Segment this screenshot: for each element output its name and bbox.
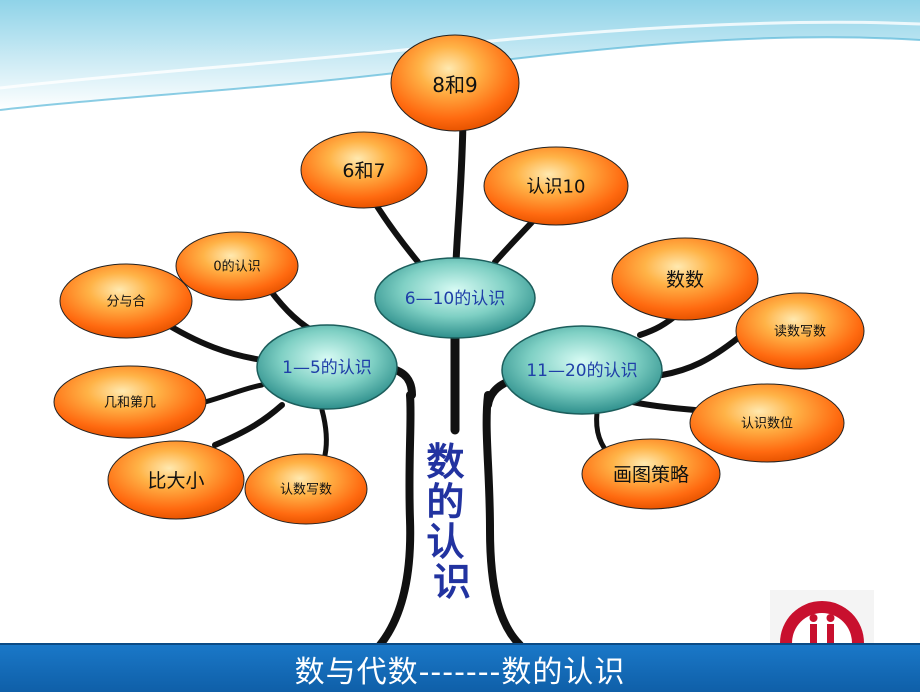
leaf-ordinal: 几和第几	[53, 365, 207, 439]
center-title-char: 数	[426, 440, 464, 484]
leaf-place-value: 认识数位	[689, 383, 845, 463]
leaf-6-and-7-label: 6和7	[342, 160, 385, 182]
center-title-char: 的	[426, 480, 464, 524]
leaf-split-combine-label: 分与合	[106, 295, 145, 310]
hub-1-5: 1—5的认识	[256, 324, 398, 410]
leaf-read-write-right: 读数写数	[735, 292, 865, 370]
leaf-8-and-9-label: 8和9	[432, 73, 477, 97]
center-title-char: 识	[433, 560, 471, 604]
leaf-read-write-right-label: 读数写数	[774, 325, 826, 340]
leaf-zero: 0的认识	[175, 231, 299, 301]
leaf-compare: 比大小	[107, 440, 245, 520]
leaf-recognize-10: 认识10	[483, 146, 629, 226]
center-title-char: 认	[426, 520, 464, 564]
leaf-drawing-strategy-label: 画图策略	[613, 464, 689, 486]
leaf-place-value-label: 认识数位	[741, 417, 793, 432]
leaf-ordinal-label: 几和第几	[104, 396, 156, 411]
footer-bar: 数与代数-------数的认识	[0, 643, 920, 692]
hub-11-20: 11—20的认识	[501, 325, 663, 415]
school-logo	[770, 590, 874, 643]
leaf-6-and-7: 6和7	[300, 131, 428, 209]
hub-11-20-label: 11—20的认识	[526, 361, 637, 381]
leaf-recognize-10-label: 认识10	[527, 177, 586, 198]
leaf-read-write-left: 认数写数	[244, 453, 368, 525]
leaf-read-write-left-label: 认数写数	[280, 483, 332, 498]
hub-6-10-label: 6—10的认识	[405, 289, 505, 309]
leaf-zero-label: 0的认识	[213, 259, 260, 275]
leaf-split-combine: 分与合	[59, 263, 193, 339]
hub-6-10: 6—10的认识	[374, 257, 536, 339]
leaf-counting-label: 数数	[666, 269, 704, 291]
leaf-8-and-9: 8和9	[390, 34, 520, 132]
leaf-compare-label: 比大小	[147, 470, 204, 492]
footer-title: 数与代数-------数的认识	[294, 654, 626, 690]
hub-1-5-label: 1—5的认识	[282, 358, 372, 378]
leaf-drawing-strategy: 画图策略	[581, 438, 721, 510]
center-title: 数 的 认 识	[426, 440, 477, 604]
leaf-counting: 数数	[611, 237, 759, 321]
